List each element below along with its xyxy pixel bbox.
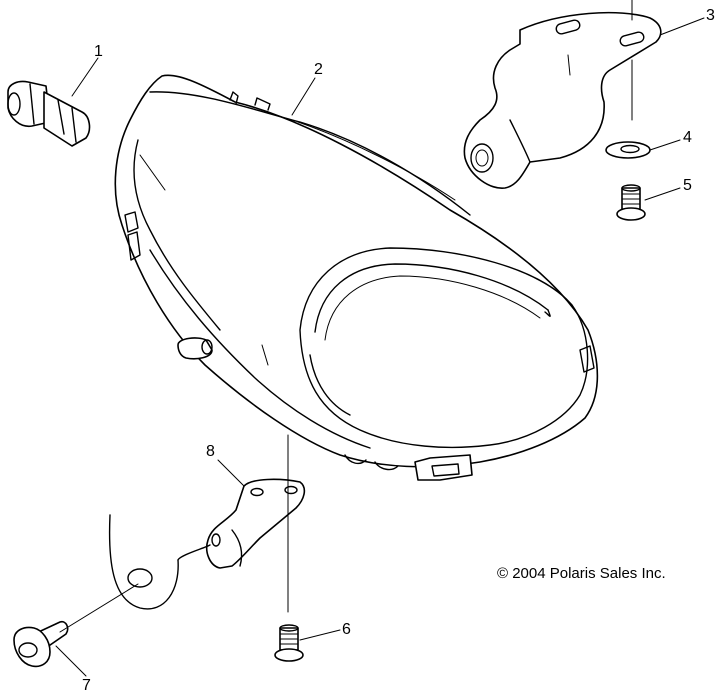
callout-8: 8 bbox=[206, 443, 215, 460]
callout-7: 7 bbox=[82, 677, 91, 691]
upper-screw bbox=[616, 184, 646, 221]
callout-labels: 1 2 3 4 5 6 7 8 bbox=[82, 7, 715, 691]
bulb-socket bbox=[7, 80, 91, 147]
headlight-housing bbox=[114, 74, 599, 481]
copyright-notice: © 2004 Polaris Sales Inc. bbox=[497, 565, 666, 582]
callout-1: 1 bbox=[94, 43, 103, 60]
callout-3: 3 bbox=[706, 7, 715, 24]
lower-bracket bbox=[205, 478, 306, 569]
frame-tube bbox=[108, 514, 211, 610]
callout-2: 2 bbox=[314, 61, 323, 78]
callout-5: 5 bbox=[683, 177, 692, 194]
callout-4: 4 bbox=[683, 129, 692, 146]
lower-screw bbox=[274, 624, 304, 662]
pin-bolt bbox=[13, 620, 69, 668]
upper-bracket bbox=[463, 11, 662, 189]
leader-lines bbox=[55, 0, 705, 677]
washer bbox=[605, 141, 651, 159]
callout-6: 6 bbox=[342, 621, 351, 638]
